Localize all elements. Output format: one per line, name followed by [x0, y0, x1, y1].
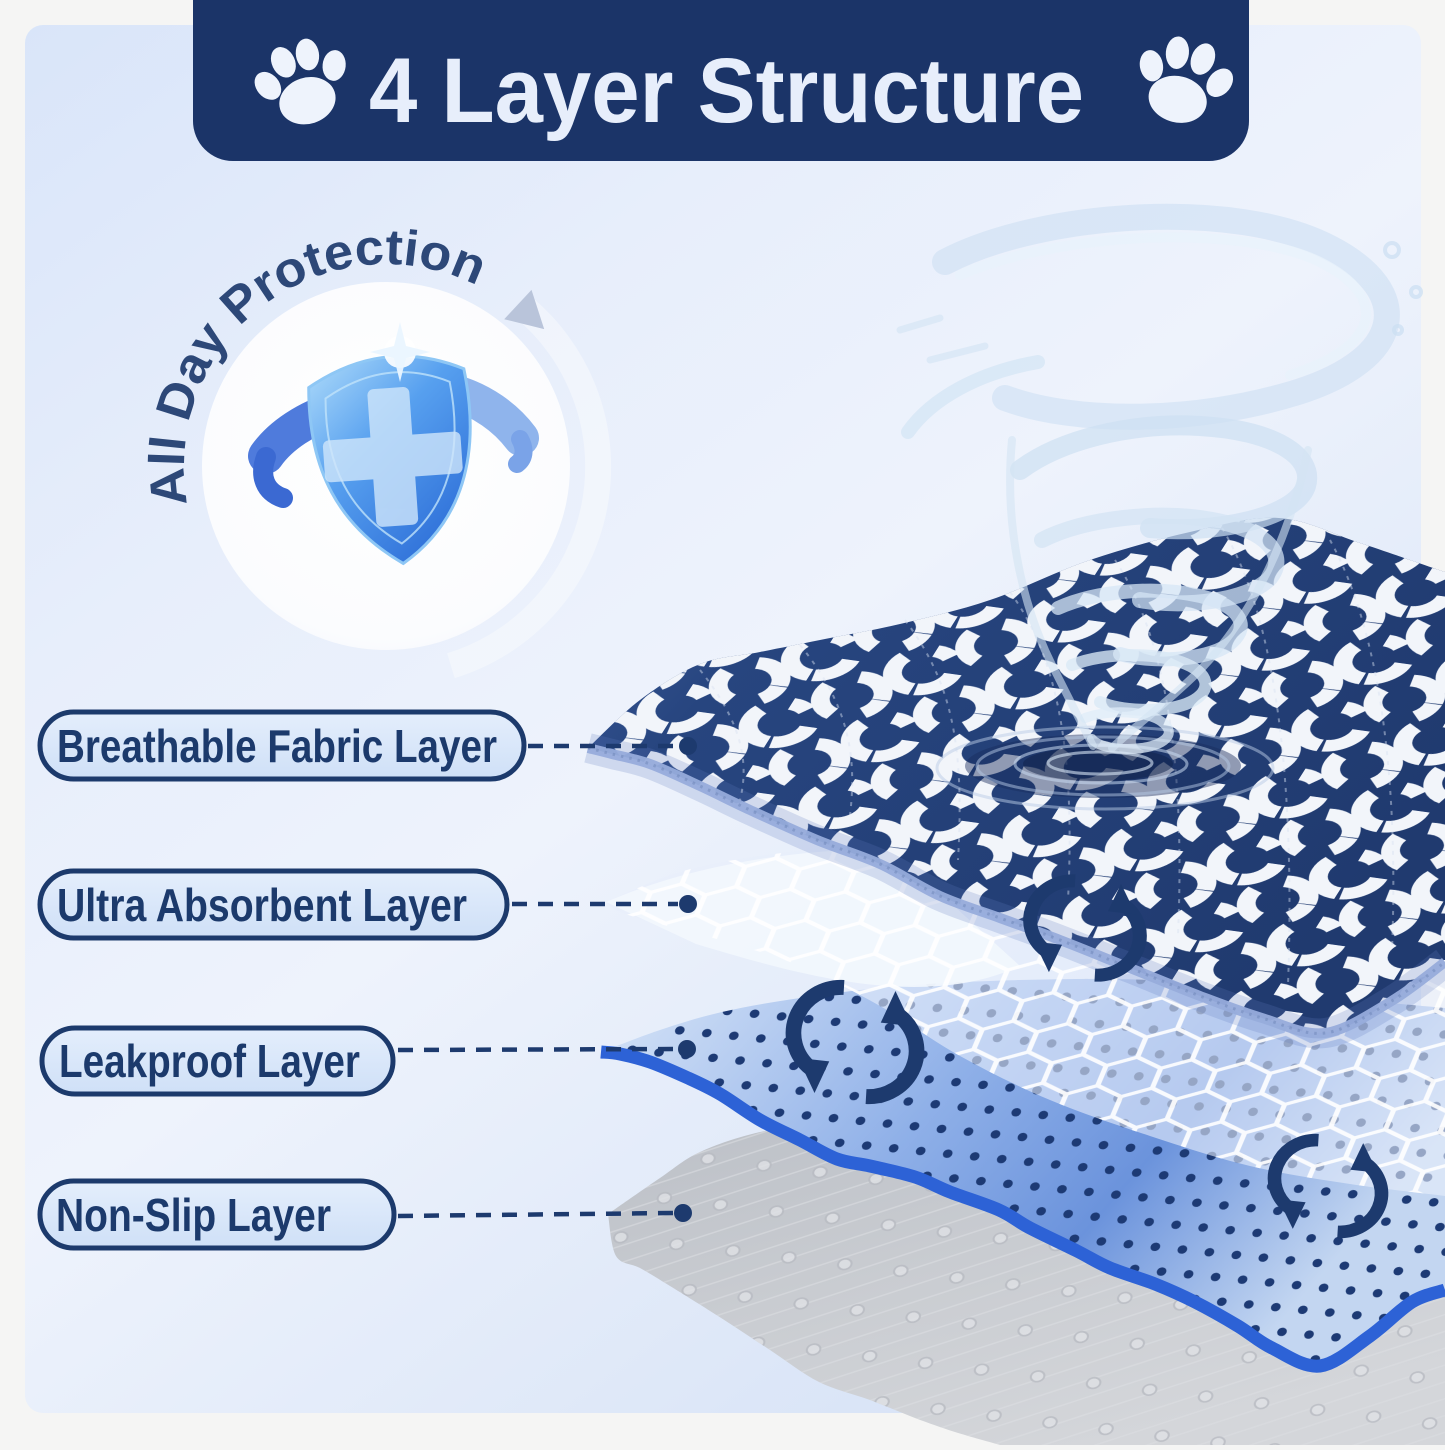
- svg-text:Non-Slip Layer: Non-Slip Layer: [56, 1189, 331, 1241]
- svg-text:Ultra Absorbent Layer: Ultra Absorbent Layer: [57, 879, 467, 931]
- svg-text:Leakproof Layer: Leakproof Layer: [59, 1035, 360, 1087]
- svg-text:4 Layer Structure: 4 Layer Structure: [369, 40, 1084, 142]
- svg-text:Breathable Fabric Layer: Breathable Fabric Layer: [57, 720, 497, 772]
